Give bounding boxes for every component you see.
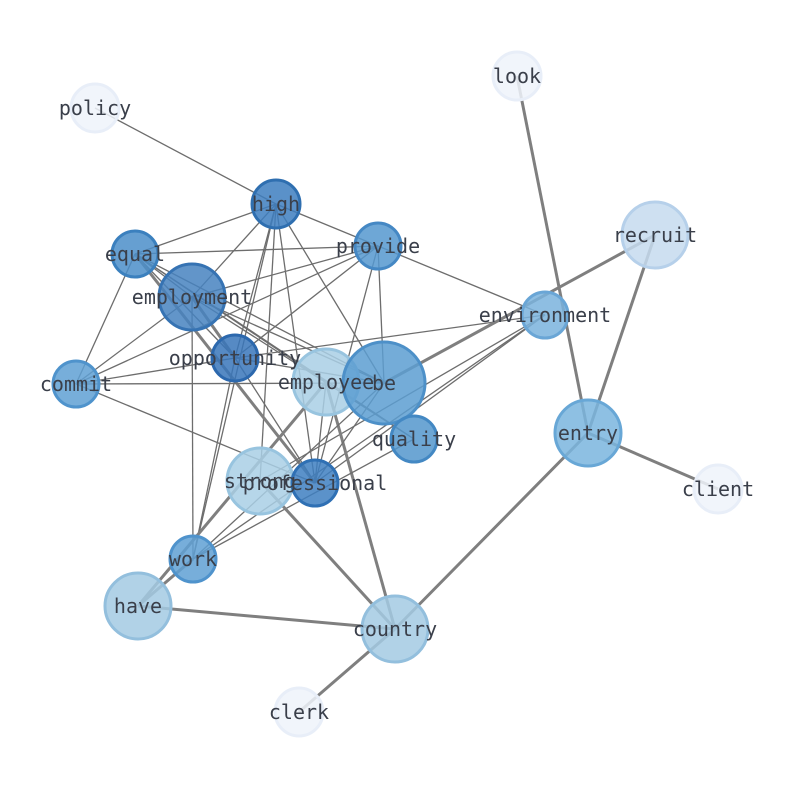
node-have[interactable]: [103, 571, 173, 641]
edge-policy-high: [94, 107, 277, 205]
node-label-equal: equal: [105, 242, 165, 266]
node-label-country: country: [353, 617, 437, 641]
node-label-entry: entry: [558, 421, 618, 445]
edge-employee-country: [324, 381, 397, 630]
node-clerk[interactable]: [273, 686, 325, 738]
node-label-policy: policy: [59, 96, 131, 120]
edge-environment-professional: [314, 314, 546, 484]
node-label-commit: commit: [40, 372, 112, 396]
edge-recruit-entry: [586, 234, 657, 434]
node-professional[interactable]: [290, 458, 340, 508]
edge-opportunity-professional: [234, 357, 316, 484]
node-equal[interactable]: [110, 229, 160, 279]
node-label-work: work: [169, 547, 217, 571]
node-label-provide: provide: [336, 234, 420, 258]
node-label-have: have: [114, 594, 162, 618]
edge-recruit-be: [383, 233, 656, 385]
node-provide[interactable]: [353, 221, 403, 271]
edge-provide-commit: [75, 245, 379, 385]
node-label-client: client: [682, 477, 754, 501]
node-label-employee: employee: [278, 370, 374, 394]
node-layer: policy look high provide recruit equal employm…: [40, 50, 754, 738]
node-policy[interactable]: [69, 82, 121, 134]
node-label-strong: strong: [224, 469, 296, 493]
edge-look-entry: [515, 75, 590, 434]
edge-opportunity-commit: [75, 357, 236, 385]
node-label-recruit: recruit: [613, 223, 697, 247]
node-high[interactable]: [250, 178, 302, 230]
edge-employment-work: [191, 296, 194, 560]
edge-environment-work: [192, 314, 546, 560]
node-opportunity[interactable]: [210, 333, 260, 383]
node-label-be: be: [372, 371, 396, 395]
node-entry[interactable]: [553, 398, 623, 468]
node-label-quality: quality: [372, 427, 456, 451]
node-label-opportunity: opportunity: [169, 346, 301, 370]
node-work[interactable]: [168, 534, 218, 584]
edge-have-country: [137, 604, 396, 631]
node-label-employment: employment: [132, 285, 252, 309]
edge-opportunity-work: [192, 357, 236, 560]
node-be[interactable]: [341, 340, 427, 426]
node-look[interactable]: [491, 50, 543, 102]
node-label-look: look: [493, 64, 541, 88]
node-environment[interactable]: [520, 290, 570, 340]
node-commit[interactable]: [51, 359, 101, 409]
edge-high-opportunity: [234, 203, 277, 359]
node-quality[interactable]: [389, 414, 439, 464]
node-client[interactable]: [692, 463, 744, 515]
edge-entry-country: [393, 431, 590, 631]
node-label-professional: professional: [243, 471, 388, 495]
node-recruit[interactable]: [620, 200, 690, 270]
edge-equal-provide: [134, 245, 379, 255]
node-label-environment: environment: [479, 303, 611, 327]
node-country[interactable]: [360, 594, 430, 664]
node-label-high: high: [252, 192, 300, 216]
node-employment[interactable]: [157, 262, 227, 332]
edge-provide-environment: [377, 245, 546, 316]
node-label-clerk: clerk: [269, 700, 329, 724]
